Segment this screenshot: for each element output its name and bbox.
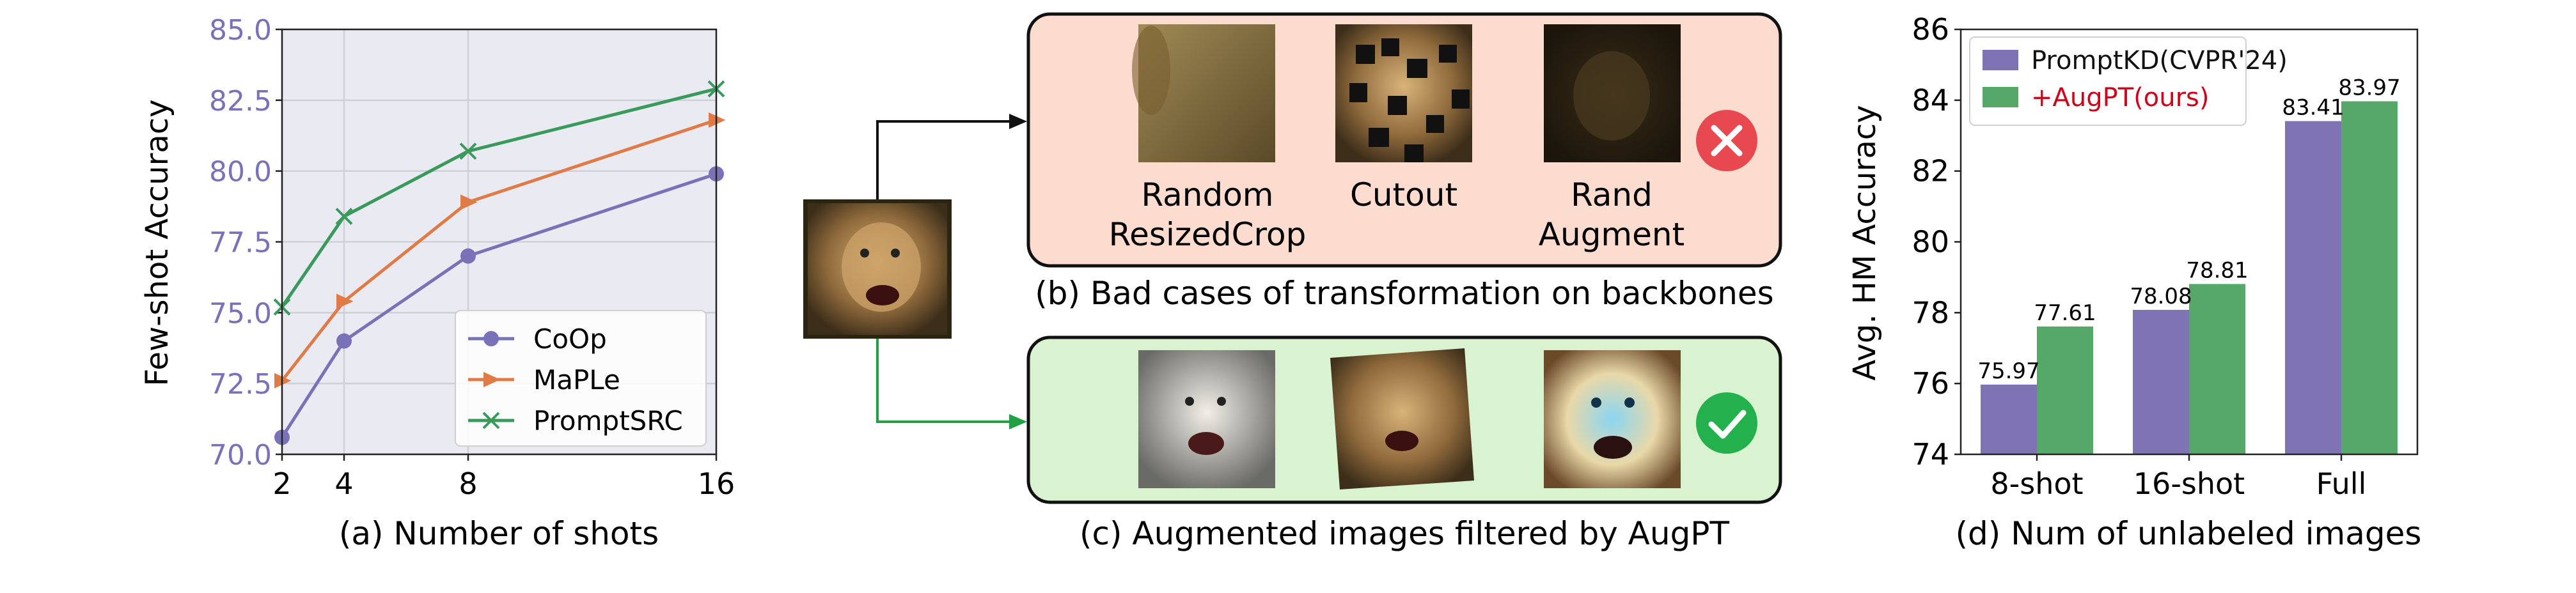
series-line-coop [280,172,717,438]
bar-value-label: 83.41 [2282,95,2344,121]
y-tick-label: 82 [1912,154,1949,189]
bar-value-label: 83.97 [2338,75,2400,100]
x-tick-label: Full [2316,466,2367,501]
series-line-promptsrc [280,87,717,308]
legend-label: PromptKD(CVPR'24) [2031,46,2288,75]
data-point-maple [460,194,478,210]
figure-caption-a: (a) Number of shots [339,515,659,552]
data-point-maple [336,293,354,309]
x-tick-label: 16 [698,466,735,501]
bar-value-label: 77.61 [2034,300,2096,326]
legend-item-augpt: +AugPT(ours) [1983,83,2210,112]
arrow-to-bad-cases [876,120,1010,199]
label-cutout: Cutout [1350,176,1457,213]
y-tick-label: 75.0 [209,297,272,330]
legend-item-promptkd: PromptKD(CVPR'24) [1983,46,2288,75]
bar-augpt-16-shot [2189,284,2245,454]
legend-label: MaPLe [533,364,620,396]
legend-label: PromptSRC [533,405,683,436]
cutout-image [1335,24,1472,162]
caption-c: (c) Augmented images filtered by AugPT [1080,515,1729,552]
y-tick-label: 86 [1912,12,1949,47]
x-tick-label: 16-shot [2133,466,2245,501]
legend-label: +AugPT(ours) [2031,83,2210,112]
y-tick-label: 76 [1912,366,1949,401]
legend-item-promptsrc: PromptSRC [468,405,683,436]
augmented-image-3 [1544,350,1681,488]
bar-value-label: 78.81 [2186,258,2248,283]
bar-value-label: 75.97 [1977,358,2039,384]
caption-b: (b) Bad cases of transformation on backb… [1035,275,1773,312]
bar-augpt-full [2341,101,2398,454]
label-random-line1: Random [1141,176,1273,213]
y-tick-label: 74 [1912,437,1949,472]
bar-promptkd-full [2285,121,2341,454]
y-tick-label: 72.5 [209,368,272,401]
y-tick-label: 82.5 [209,85,272,118]
bar-value-label: 78.08 [2130,284,2192,309]
augmented-image-2 [1330,348,1474,489]
rand-augment-image [1544,24,1681,162]
arrow-to-good-cases [876,339,1010,423]
y-axis-label: Few-shot Accuracy [139,99,175,386]
y-tick-label: 84 [1912,83,1949,118]
legend-item-coop: CoOp [468,323,607,355]
x-tick-label: 8-shot [1990,466,2083,501]
x-tick-label: 8 [459,466,477,501]
x-tick-label: 4 [334,466,353,501]
label-rand-line2: Augment [1539,216,1685,253]
augmented-image-1 [1138,350,1275,488]
panel-a-line-chart: 70.0 72.5 75.0 77.5 80.0 82.5 85.0 2 4 8 16 Few-s… [139,14,735,552]
series-line-maple [281,118,717,382]
y-tick-label: 77.5 [209,227,272,259]
data-point-promptsrc [335,208,353,226]
legend-item-maple: MaPLe [468,364,620,396]
data-point-promptsrc [459,142,477,160]
bar-augpt-8-shot [2037,326,2093,454]
data-point-coop [460,248,476,264]
y-tick-label: 85.0 [209,14,272,47]
x-circle-icon [1696,110,1757,171]
figure-caption-d: (d) Num of unlabeled images [1956,515,2422,552]
label-rand-line1: Rand [1571,176,1653,213]
x-tick-label: 2 [272,466,291,501]
y-tick-label: 78 [1912,295,1949,330]
y-tick-label: 70.0 [209,439,272,472]
check-circle-icon [1696,392,1757,454]
legend-d: PromptKD(CVPR'24) +AugPT(ours) [1969,36,2288,126]
y-axis-label-d: Avg. HM Accuracy [1847,105,1883,380]
legend-label: CoOp [533,323,607,355]
bar-promptkd-16-shot [2133,309,2189,454]
data-point-coop [336,333,352,349]
bar-promptkd-8-shot [1981,384,2037,454]
y-tick-label: 80.0 [209,156,272,189]
source-cheetah-image [803,199,952,339]
random-resized-crop-image [1132,24,1275,162]
y-tick-label: 80 [1912,225,1949,259]
label-random-line2: ResizedCrop [1109,216,1307,253]
